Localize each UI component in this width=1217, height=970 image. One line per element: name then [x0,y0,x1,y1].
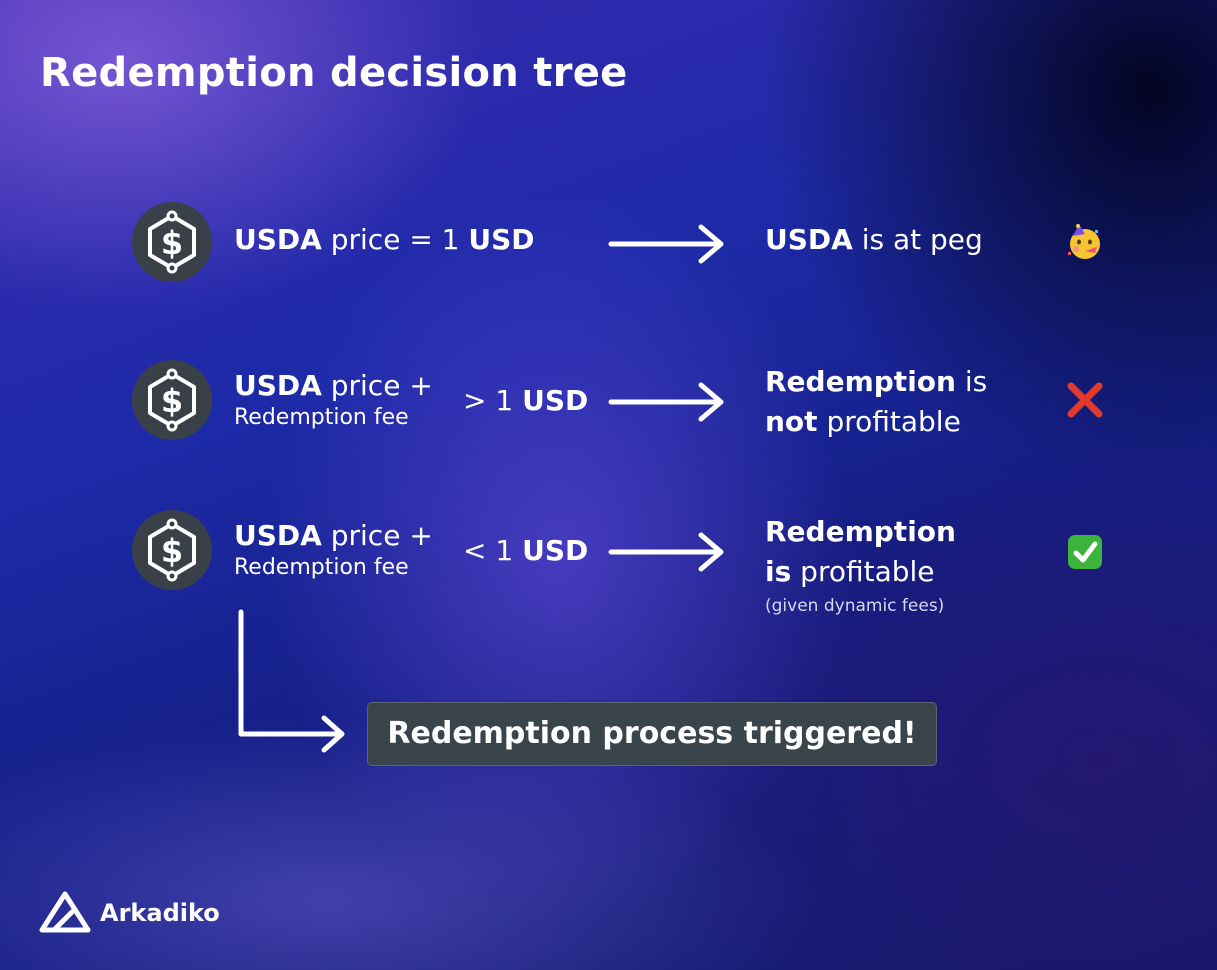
svg-text:$: $ [161,532,183,570]
outcome-label: Redemption is profitable (given dynamic … [765,512,956,620]
outcome-bold: not [765,405,818,438]
check-mark-icon [1068,535,1102,569]
right-arrow-icon [608,382,724,422]
outcome-label: Redemption is not profitable [765,362,987,442]
fee-label: Redemption fee [234,555,409,580]
comparison-label: < 1 USD [463,534,588,568]
brand-name: Arkadiko [100,899,220,927]
token-name: USDA [234,223,322,256]
token-name: USDA [765,223,853,256]
outcome-bold: Redemption [765,515,956,548]
right-arrow-icon [608,224,724,264]
comparison-label: > 1 USD [463,384,588,418]
token-name: USDA [234,519,322,552]
arkadiko-logo-icon [39,891,91,933]
svg-text:$: $ [161,382,183,420]
unit-label: USD [522,534,589,567]
outcome-text: profitable [817,405,961,438]
condition-label: USDA price = 1 USD [234,223,535,257]
unit-label: USD [468,223,535,256]
condition-label: USDA price + Redemption fee [234,519,433,583]
page-title: Redemption decision tree [40,50,628,96]
condition-text: price + [321,369,433,402]
dollar-coin-icon: $ [132,202,212,282]
decision-row-profitable: $ USDA price + Redemption fee < 1 USD Re… [0,510,1217,616]
fee-label: Redemption fee [234,405,409,430]
comparison-text: < 1 [463,534,523,567]
branch-arrow-icon [238,609,345,753]
outcome-note: (given dynamic fees) [765,596,945,616]
outcome-bold: Redemption [765,365,956,398]
partying-face-icon [1068,224,1100,259]
cross-mark-icon [1067,382,1103,418]
decision-row-not-profitable: $ USDA price + Redemption fee > 1 USD Re… [0,360,1217,450]
unit-label: USD [522,384,589,417]
condition-label: USDA price + Redemption fee [234,369,433,433]
outcome-text: is [955,365,988,398]
dollar-coin-icon: $ [132,510,212,590]
svg-text:$: $ [161,224,183,262]
decision-row-peg: $ USDA price = 1 USD USDA is at peg [0,202,1217,292]
condition-text: price = 1 [321,223,469,256]
token-name: USDA [234,369,322,402]
right-arrow-icon [608,532,724,572]
outcome-text: is at peg [852,223,983,256]
comparison-text: > 1 [463,384,523,417]
trigger-box: Redemption process triggered! [367,702,937,766]
outcome-text: profitable [791,555,935,588]
dollar-coin-icon: $ [132,360,212,440]
condition-text: price + [321,519,433,552]
outcome-bold: is [765,555,792,588]
outcome-label: USDA is at peg [765,223,983,257]
